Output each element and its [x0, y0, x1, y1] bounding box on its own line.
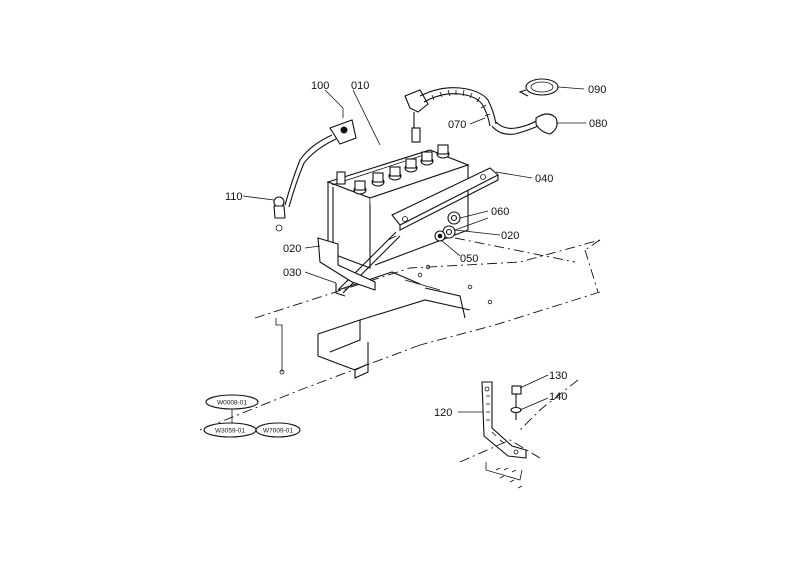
- label-050: 050: [460, 253, 478, 265]
- label-070: 070: [448, 119, 466, 131]
- label-090: 090: [588, 84, 606, 96]
- battery-tray-bracket: [317, 271, 471, 379]
- label-020-left: 020: [283, 243, 301, 255]
- negative-cable: [273, 108, 357, 232]
- code-label-3: W7009-01: [263, 428, 293, 435]
- base-frame: [199, 237, 601, 431]
- label-040: 040: [535, 173, 553, 185]
- label-100: 100: [311, 80, 329, 92]
- positive-cable: [404, 87, 558, 135]
- code-oval-1: [205, 394, 259, 410]
- code-label-2: W3059-01: [215, 428, 245, 435]
- left-bracket: [317, 237, 376, 291]
- terminal-cover: [518, 78, 559, 97]
- label-110: 110: [225, 191, 243, 203]
- label-020-right: 020: [501, 230, 519, 242]
- label-080: 080: [589, 118, 607, 130]
- part-labels: 100 010 110 020 030 040 060 020 050 070 …: [225, 80, 607, 419]
- hold-down-bar: [391, 167, 499, 231]
- label-060: 060: [491, 206, 509, 218]
- code-label-1: W0008-01: [217, 400, 247, 407]
- label-030: 030: [283, 267, 301, 279]
- label-130: 130: [549, 370, 567, 382]
- code-labels: W0008-01 W3059-01 W7009-01: [203, 394, 301, 438]
- nuts-washers: [434, 211, 461, 242]
- ground-strap-assembly: [459, 379, 579, 489]
- label-140: 140: [549, 391, 567, 403]
- leader-lines: [242, 86, 586, 413]
- negative-terminal: [336, 171, 346, 185]
- label-120: 120: [434, 407, 452, 419]
- label-010: 010: [351, 80, 369, 92]
- code-oval-3: [255, 422, 301, 438]
- positive-terminal: [411, 127, 421, 143]
- battery-caps: [353, 144, 450, 195]
- hold-down-rod: [335, 231, 401, 297]
